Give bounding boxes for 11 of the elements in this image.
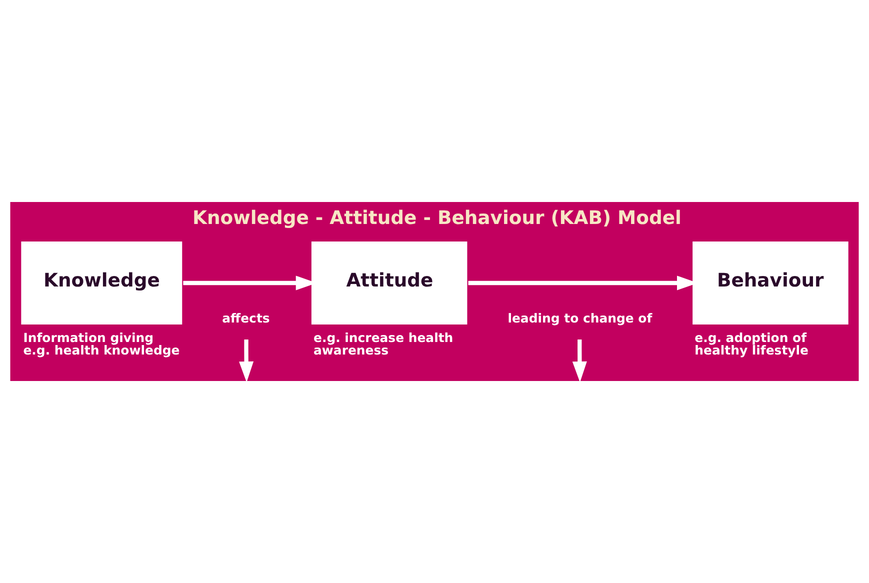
node-box: Knowledge: [21, 241, 182, 325]
node-text: leading to change of: [508, 310, 652, 326]
node-box: Behaviour: [692, 241, 848, 325]
arrow: [572, 340, 587, 381]
arrow: [239, 340, 254, 381]
diagram-title: Knowledge - Attitude - Behaviour (KAB) Model: [192, 208, 682, 230]
node-label: e.g. adoption of healthy lifestyle: [694, 330, 809, 358]
node-box: Attitude: [311, 241, 468, 325]
node-label: Information giving e.g. health knowledge: [23, 330, 180, 358]
node-text: affects: [222, 310, 270, 326]
node-label: e.g. increase health awareness: [314, 330, 454, 358]
